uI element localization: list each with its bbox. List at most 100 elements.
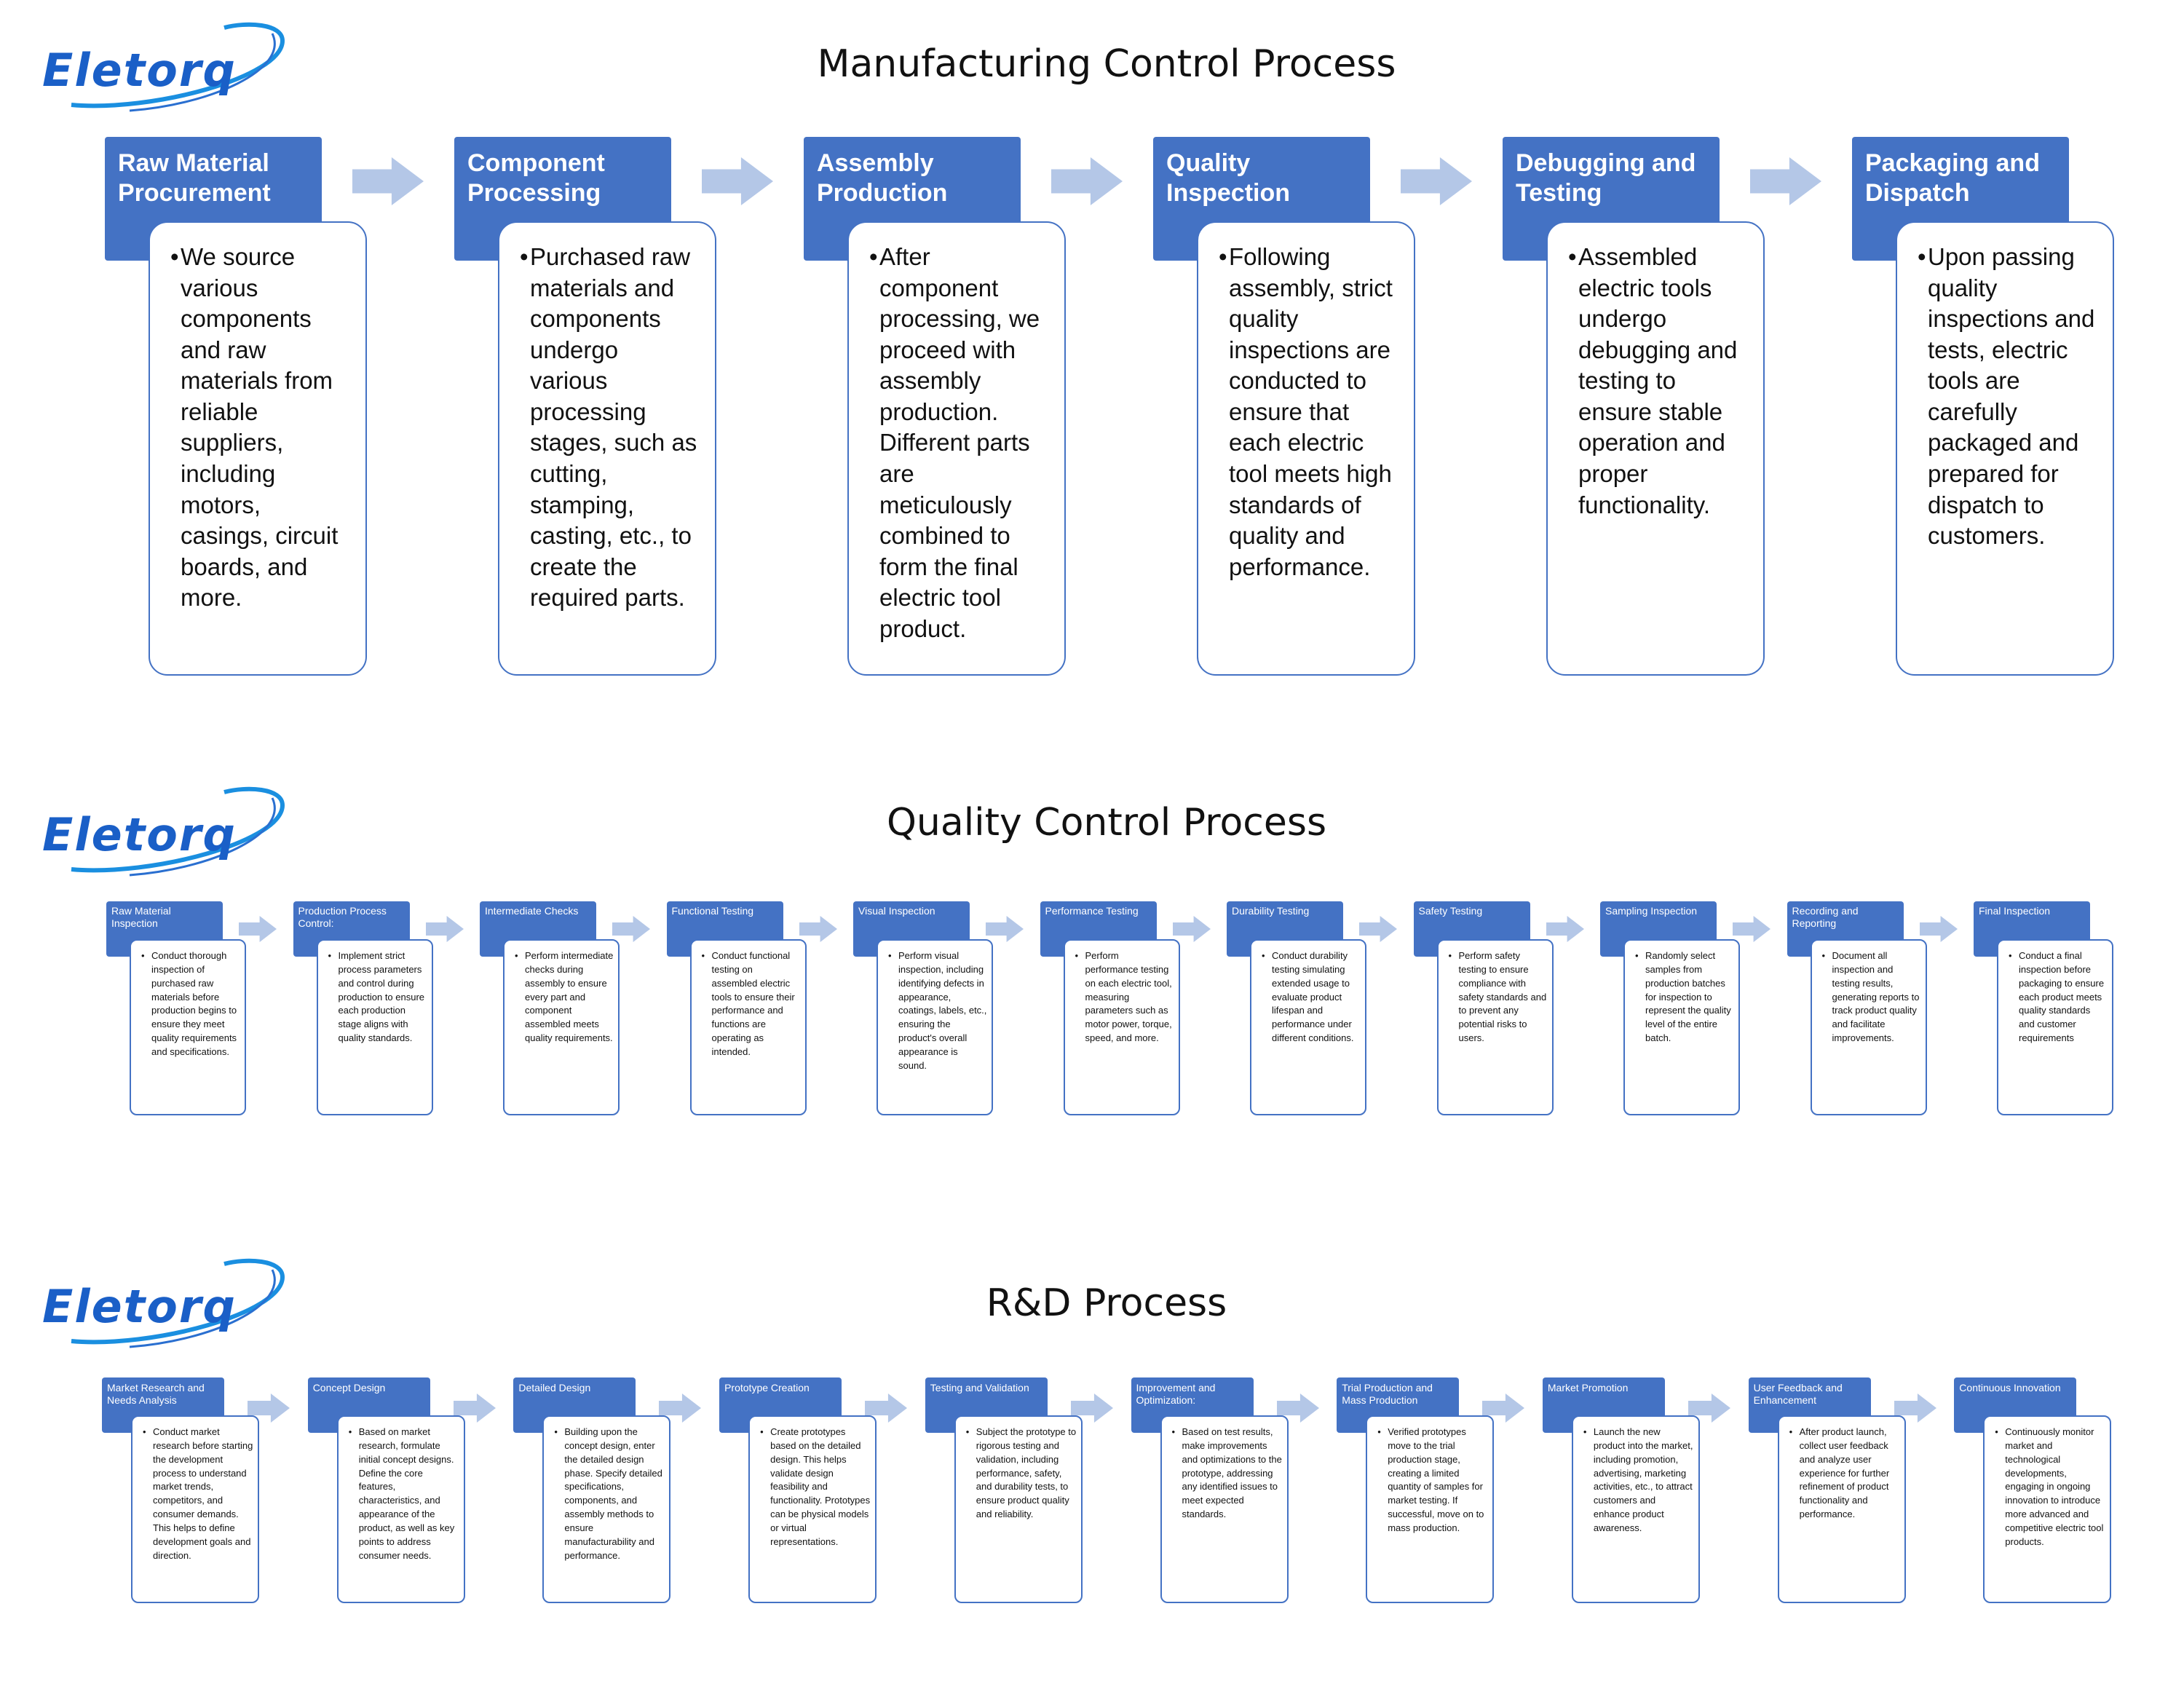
arrow-right-icon: [1070, 1394, 1113, 1423]
bullet-icon: •: [701, 950, 705, 961]
arrow-right-icon: [1051, 157, 1123, 205]
step-description: Based on market research, formulate init…: [358, 1426, 455, 1561]
step-description: Launch the new product into the market, …: [1593, 1426, 1693, 1533]
eletorq-logo: Eletorq: [42, 783, 290, 878]
arrow-right-icon: [1919, 916, 1958, 942]
section-title: Quality Control Process: [886, 801, 1327, 845]
step-description: We source various components and raw mat…: [181, 243, 339, 612]
section-title: R&D Process: [986, 1281, 1227, 1325]
arrow-right-icon: [1401, 157, 1472, 205]
bullet-icon: •: [1448, 950, 1452, 961]
step-header: Raw Material Procurement: [105, 137, 322, 261]
step-description: Continuously monitor market and technolo…: [2005, 1426, 2104, 1547]
bullet-icon: •: [170, 243, 179, 270]
step-description: Building upon the concept design, enter …: [564, 1426, 662, 1561]
step-description-card: •Document all inspection and testing res…: [1810, 939, 1927, 1115]
bullet-icon: •: [1377, 1426, 1381, 1437]
bullet-icon: •: [965, 1426, 970, 1437]
arrow-right-icon: [1359, 916, 1397, 942]
bullet-icon: •: [869, 243, 878, 270]
arrow-right-icon: [248, 1394, 290, 1423]
step-description: Upon passing quality inspections and tes…: [1928, 243, 2095, 550]
step-description-card: • Perform visual inspection, including id…: [877, 939, 993, 1115]
arrow-right-icon: [865, 1394, 908, 1423]
manufacturing-section: Eletorq Manufacturing Control Process Ra…: [0, 0, 2184, 699]
arrow-right-icon: [1172, 916, 1211, 942]
bullet-icon: •: [1262, 950, 1265, 961]
bullet-icon: •: [888, 950, 892, 961]
step-description-card: • Based on market research, formulate ini…: [336, 1415, 465, 1603]
step-description: Conduct durability testing simulating ex…: [1272, 950, 1354, 1044]
logo-swoosh-icon: [71, 22, 285, 112]
step-description: Purchased raw materials and components u…: [530, 243, 697, 612]
step-description: Conduct thorough inspection of purchased…: [151, 950, 237, 1057]
arrow-right-icon: [702, 157, 773, 205]
step-description: Implement strict process parameters and …: [338, 950, 425, 1044]
rd-section: Eletorq R&D Process Market Research and …: [0, 1230, 2184, 1667]
bullet-icon: •: [1171, 1426, 1176, 1437]
step-description-card: •Perform intermediate checks during asse…: [503, 939, 620, 1115]
step-description: Perform performance testing on each elec…: [1085, 950, 1172, 1044]
step-description: Assembled electric tools undergo debuggi…: [1578, 243, 1738, 518]
bullet-icon: •: [515, 950, 518, 961]
arrow-right-icon: [799, 916, 837, 942]
step-description: Subject the prototype to rigorous testin…: [976, 1426, 1077, 1520]
quality-section: Eletorq Quality Control Process Raw Mate…: [0, 757, 2184, 1165]
step-description-card: • After product launch, collect user feed…: [1777, 1415, 1906, 1603]
step-description: Based on test results, make improvements…: [1182, 1426, 1282, 1520]
bullet-icon: •: [141, 950, 145, 961]
step-description-card: •After component processing, we proceed …: [847, 221, 1066, 676]
arrow-right-icon: [612, 916, 650, 942]
logo-swoosh-icon: [71, 786, 285, 877]
step-description-card: •Perform safety testing to ensure compli…: [1436, 939, 1554, 1115]
step-description-card: •Continuously monitor market and technol…: [1983, 1415, 2112, 1603]
arrow-right-icon: [1894, 1394, 1936, 1423]
step-description-card: •Purchased raw materials and components …: [498, 221, 716, 676]
step-description: Following assembly, strict quality inspe…: [1229, 243, 1393, 580]
arrow-right-icon: [239, 916, 277, 942]
bullet-icon: •: [1583, 1426, 1587, 1437]
bullet-icon: •: [348, 1426, 352, 1437]
step-description-card: • Conduct durability testing simulating e…: [1250, 939, 1366, 1115]
step-description-card: •Assembled electric tools undergo debugg…: [1546, 221, 1765, 676]
bullet-icon: •: [328, 950, 332, 961]
arrow-right-icon: [659, 1394, 702, 1423]
arrow-right-icon: [1482, 1394, 1525, 1423]
logo-wordmark: Eletorq: [42, 44, 237, 97]
bullet-icon: •: [1789, 1426, 1793, 1437]
step-description: After component processing, we proceed w…: [879, 243, 1040, 642]
step-description: Create prototypes based on the detailed …: [770, 1426, 871, 1547]
step-description-card: •We source various components and raw ma…: [149, 221, 367, 676]
step-description-card: •Create prototypes based on the detailed…: [748, 1415, 877, 1603]
step-description: Conduct a final inspection before packag…: [2019, 950, 2105, 1044]
eletorq-logo: Eletorq: [42, 19, 290, 114]
logo-swoosh-icon: [71, 1258, 285, 1348]
step-description-card: • Launch the new product into the market,…: [1571, 1415, 1700, 1603]
step-description: Perform visual inspection, including ide…: [898, 950, 987, 1071]
step-description-card: • Based on test results, make improvement…: [1160, 1415, 1289, 1603]
arrow-right-icon: [352, 157, 424, 205]
step-header: Sampling Inspection: [1600, 901, 1717, 957]
step-description-card: • Implement strict process parameters and…: [316, 939, 433, 1115]
arrow-right-icon: [1750, 157, 1821, 205]
bullet-icon: •: [1918, 243, 1926, 270]
step-description-card: •Randomly select samples from production…: [1623, 939, 1740, 1115]
step-description: Document all inspection and testing resu…: [1832, 950, 1920, 1044]
step-description-card: •Upon passing quality inspections and te…: [1896, 221, 2114, 676]
step-description: Conduct functional testing on assembled …: [711, 950, 795, 1057]
arrow-right-icon: [1546, 916, 1584, 942]
step-description: Conduct market research before starting …: [153, 1426, 253, 1561]
arrow-right-icon: [453, 1394, 496, 1423]
step-description: Verified prototypes move to the trial pr…: [1388, 1426, 1484, 1533]
bullet-icon: •: [143, 1426, 146, 1437]
eletorq-logo: Eletorq: [42, 1255, 290, 1350]
step-description: After product launch, collect user feedb…: [1799, 1426, 1890, 1520]
step-description: Randomly select samples from production …: [1645, 950, 1731, 1044]
page-title: Manufacturing Control Process: [817, 42, 1396, 86]
bullet-icon: •: [1568, 243, 1577, 270]
step-description-card: • Verified prototypes move to the trial p…: [1366, 1415, 1495, 1603]
logo-wordmark: Eletorq: [42, 1280, 237, 1333]
step-description-card: •Following assembly, strict quality insp…: [1197, 221, 1415, 676]
arrow-right-icon: [986, 916, 1024, 942]
bullet-icon: •: [520, 243, 529, 270]
